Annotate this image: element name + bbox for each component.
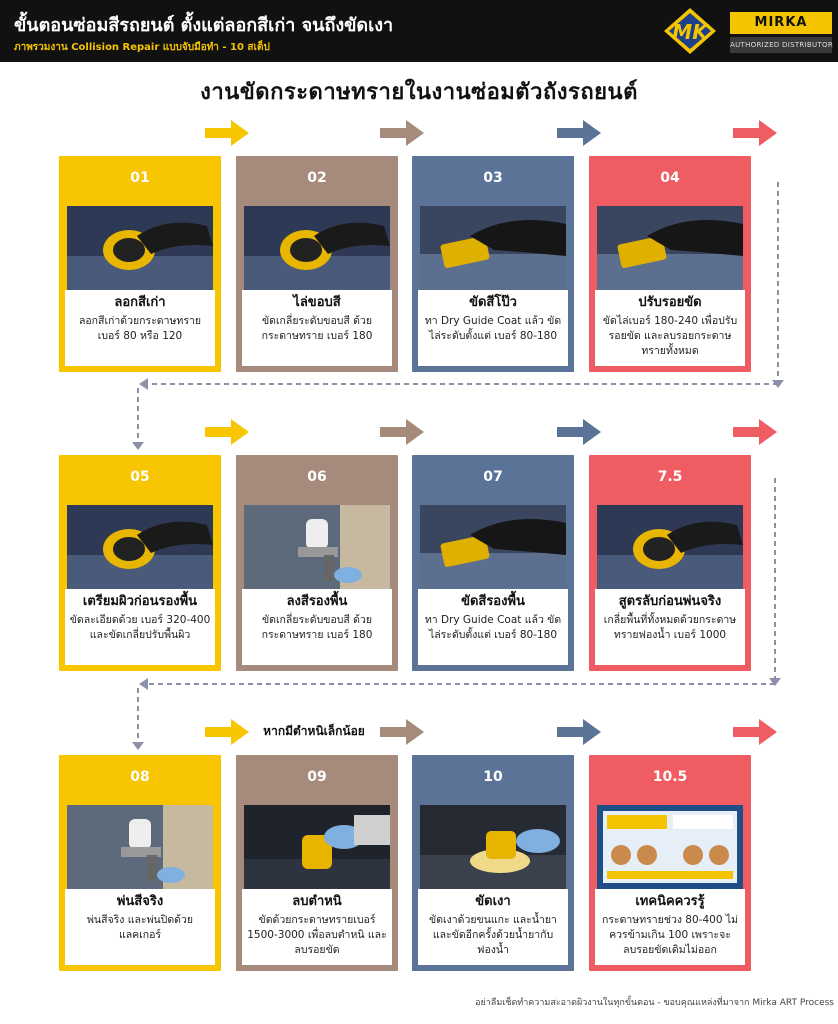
flow-arrow-icon [205, 120, 249, 146]
step-number: 10.5 [652, 769, 688, 785]
step-title: ไล่ขอบสี [293, 295, 341, 310]
mk-logo-text: MK [672, 20, 709, 44]
orbital-sander-icon [244, 206, 390, 290]
step-title: เทคนิคควรรู้ [635, 894, 705, 909]
step-description: ขัดเกลี่ยระดับขอบสี ด้วยกระดาษทราย เบอร์… [261, 315, 373, 342]
step-body: ลงสีรองพื้นขัดเกลี่ยระดับขอบสี ด้วยกระดา… [242, 589, 392, 665]
spray-gun-icon [67, 805, 213, 889]
flow-arrow-icon [380, 719, 424, 745]
step-title: ขัดสีโป๊ว [469, 295, 517, 310]
mini-sander-icon [244, 805, 390, 889]
flow-arrow-icon [733, 719, 777, 745]
minor-defect-note: หากมีตำหนิเล็กน้อย [263, 724, 365, 738]
step-description: ขัดละเอียดด้วย เบอร์ 320-400 และขัดเกลี่… [69, 614, 211, 641]
step-body: ขัดสีโป๊วทา Dry Guide Coat แล้ว ขัดไล่ระ… [418, 290, 568, 366]
step-number: 09 [307, 769, 327, 785]
mirka-brand: MIRKA [730, 12, 832, 34]
spray-gun-icon [244, 505, 390, 589]
step-card: 08 พ่นสีจริงพ่นสีจริง และพ่นปิดด้วยแลคเกอ… [59, 755, 221, 971]
step-body: พ่นสีจริงพ่นสีจริง และพ่นปิดด้วยแลคเกอร์ [65, 889, 215, 965]
step-card: 06 ลงสีรองพื้นขัดเกลี่ยระดับขอบสี ด้วยกระ… [236, 455, 398, 671]
step-number: 10 [483, 769, 503, 785]
step-body: ขัดเงาขัดเงาด้วยขนแกะ และน้ำยา และขัดอีก… [418, 889, 568, 965]
step-body: ลบตำหนิขัดด้วยกระดาษทรายเบอร์ 1500-3000 … [242, 889, 392, 965]
step-description: ขัดไล่เบอร์ 180-240 เพื่อปรับรอยขัด และล… [602, 315, 738, 357]
step-title: เตรียมผิวก่อนรองพื้น [82, 594, 198, 609]
step-card: 10 ขัดเงาขัดเงาด้วยขนแกะ และน้ำยา และขัดอ… [412, 755, 574, 971]
step-number: 04 [660, 170, 680, 186]
orbital-sander-icon [597, 505, 743, 589]
step-number: 01 [130, 170, 150, 186]
flow-arrow-icon [733, 419, 777, 445]
step-body: ไล่ขอบสีขัดเกลี่ยระดับขอบสี ด้วยกระดาษทร… [242, 290, 392, 366]
flow-arrow-icon [380, 120, 424, 146]
orbital-sander-icon [67, 505, 213, 589]
hand-block-icon [597, 206, 743, 290]
hand-block-icon [420, 505, 566, 589]
flow-arrow-icon [733, 120, 777, 146]
step-description: ลอกสีเก่าด้วยกระดาษทราย เบอร์ 80 หรือ 12… [78, 315, 202, 342]
step-body: ลอกสีเก่าลอกสีเก่าด้วยกระดาษทราย เบอร์ 8… [65, 290, 215, 366]
main-title: งานขัดกระดาษทรายในงานซ่อมตัวถังรถยนต์ [200, 80, 638, 105]
step-card: 05 เตรียมผิวก่อนรองพื้นขัดละเอียดด้วย เบอ… [59, 455, 221, 671]
orbital-sander-icon [67, 206, 213, 290]
flow-arrow-icon [557, 419, 601, 445]
step-description: ขัดเกลี่ยระดับขอบสี ด้วยกระดาษทราย เบอร์… [261, 614, 373, 641]
step-description: พ่นสีจริง และพ่นปิดด้วยแลคเกอร์ [86, 914, 194, 941]
authorized-distributor: AUTHORIZED DISTRIBUTOR [730, 37, 833, 53]
flow-arrow-icon [205, 719, 249, 745]
step-title: พ่นสีจริง [116, 894, 164, 909]
step-number: 03 [483, 170, 503, 186]
header-title: ขั้นตอนซ่อมสีรถยนต์ ตั้งแต่ลอกสีเก่า จนถ… [14, 15, 394, 36]
header-bar: ขั้นตอนซ่อมสีรถยนต์ ตั้งแต่ลอกสีเก่า จนถ… [0, 0, 838, 62]
hand-block-icon [420, 206, 566, 290]
step-title: ปรับรอยขัด [638, 295, 702, 310]
step-body: เตรียมผิวก่อนรองพื้นขัดละเอียดด้วย เบอร์… [65, 589, 215, 665]
step-card: 07 ขัดสีรองพื้นทา Dry Guide Coat แล้ว ขัด… [412, 455, 574, 671]
step-number: 07 [483, 469, 503, 485]
step-card: 10.5 เทคนิคควรรู้กระดาษทรายช่วง 80-400 ไม… [589, 755, 751, 971]
step-card: 09 ลบตำหนิขัดด้วยกระดาษทรายเบอร์ 1500-300… [236, 755, 398, 971]
footer-note: อย่าลืมเช็ดทำความสะอาดผิวงานในทุกขั้นตอน… [475, 998, 834, 1008]
step-description: กระดาษทรายช่วง 80-400 ไม่ควรข้ามเกิน 100… [601, 914, 739, 956]
step-description: ทา Dry Guide Coat แล้ว ขัดไล่ระดับตั้งแต… [424, 614, 562, 641]
step-body: ปรับรอยขัดขัดไล่เบอร์ 180-240 เพื่อปรับร… [595, 290, 745, 366]
step-body: สูตรลับก่อนพ่นจริงเกลี่ยพื้นที่ทั้งหมดด้… [595, 589, 745, 665]
flow-arrow-icon [205, 419, 249, 445]
flow-arrow-icon [557, 120, 601, 146]
step-card: 01 ลอกสีเก่าลอกสีเก่าด้วยกระดาษทราย เบอร์… [59, 156, 221, 372]
step-description: ขัดด้วยกระดาษทรายเบอร์ 1500-3000 เพื่อลบ… [247, 914, 387, 956]
step-title: ลบตำหนิ [292, 894, 342, 909]
step-number: 06 [307, 469, 327, 485]
flow-arrow-icon [380, 419, 424, 445]
step-description: ขัดเงาด้วยขนแกะ และน้ำยา และขัดอีกครั้งด… [429, 914, 557, 956]
step-body: เทคนิคควรรู้กระดาษทรายช่วง 80-400 ไม่ควร… [595, 889, 745, 965]
step-number: 08 [130, 769, 150, 785]
infographic-icon [597, 805, 743, 889]
step-body: ขัดสีรองพื้นทา Dry Guide Coat แล้ว ขัดไล… [418, 589, 568, 665]
step-title: สูตรลับก่อนพ่นจริง [618, 594, 722, 609]
step-title: ขัดเงา [475, 894, 511, 909]
step-description: ทา Dry Guide Coat แล้ว ขัดไล่ระดับตั้งแต… [424, 315, 562, 342]
step-card: 04 ปรับรอยขัดขัดไล่เบอร์ 180-240 เพื่อปรั… [589, 156, 751, 372]
step-title: ลอกสีเก่า [114, 295, 166, 310]
step-number: 05 [130, 469, 150, 485]
step-card: 02 ไล่ขอบสีขัดเกลี่ยระดับขอบสี ด้วยกระดาษ… [236, 156, 398, 372]
mk-logo-icon: MK [662, 6, 718, 56]
step-number: 7.5 [657, 469, 683, 485]
step-description: เกลี่ยพื้นที่ทั้งหมดด้วยกระดาษทรายฟองน้ำ… [603, 614, 737, 641]
step-card: 03 ขัดสีโป๊วทา Dry Guide Coat แล้ว ขัดไล่… [412, 156, 574, 372]
polisher-icon [420, 805, 566, 889]
step-card: 7.5 สูตรลับก่อนพ่นจริงเกลี่ยพื้นที่ทั้งหม… [589, 455, 751, 671]
step-title: ลงสีรองพื้น [286, 594, 348, 609]
header-subtitle: ภาพรวมงาน Collision Repair แบบจับมือทำ -… [14, 42, 270, 53]
step-title: ขัดสีรองพื้น [461, 594, 525, 609]
flow-arrow-icon [557, 719, 601, 745]
step-number: 02 [307, 170, 327, 186]
